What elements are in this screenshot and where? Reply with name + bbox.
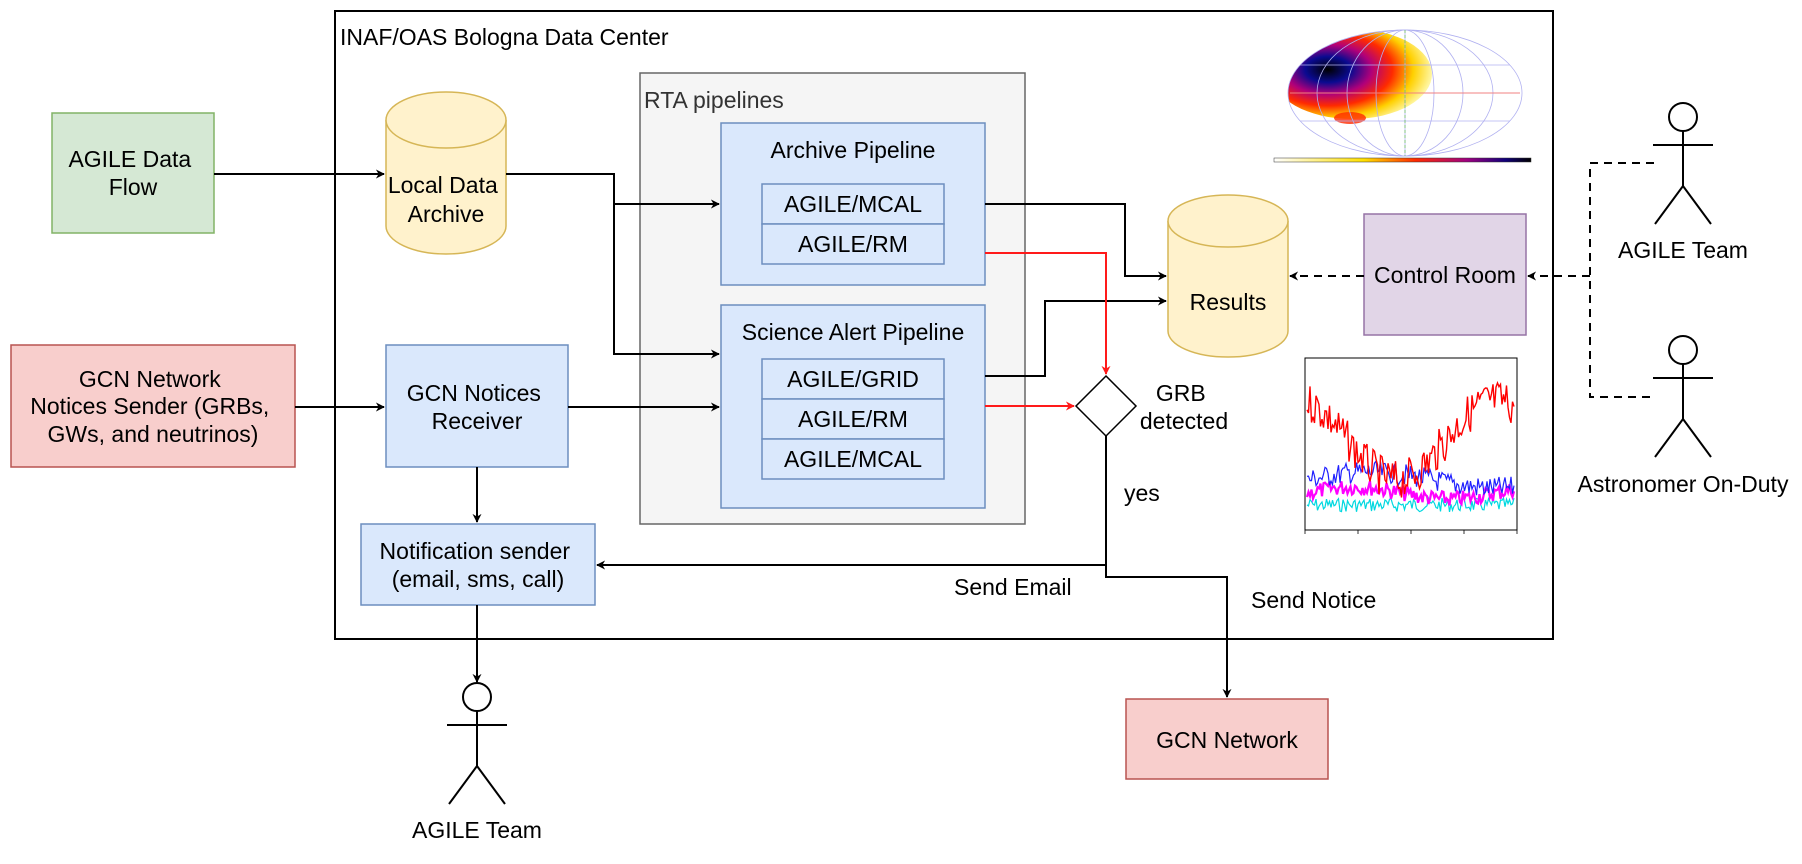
science-item-rm-box[interactable] bbox=[761, 398, 945, 440]
archive-item-mcal-box[interactable] bbox=[761, 183, 945, 225]
edge-archive-pipeline-to-results bbox=[985, 203, 1167, 281]
edge-archive-rm-to-decision bbox=[985, 252, 1111, 375]
control-room-label: Control Room bbox=[1374, 262, 1516, 288]
sky-map-image bbox=[1273, 29, 1532, 163]
notification-sender-label: Notification sender (email, sms, call) bbox=[380, 538, 577, 592]
rta-pipelines-title: RTA pipelines bbox=[644, 87, 784, 113]
science-item-grid: AGILE/GRID bbox=[787, 366, 919, 392]
send-notice-label: Send Notice bbox=[1251, 587, 1376, 613]
agile-team-right-label: AGILE Team bbox=[1618, 237, 1748, 263]
local-data-archive-cylinder[interactable] bbox=[385, 91, 507, 255]
decision-yes-label: yes bbox=[1124, 480, 1160, 506]
agile-team-bottom-label: AGILE Team bbox=[412, 817, 542, 843]
agile-data-flow-box[interactable] bbox=[51, 112, 215, 234]
send-email-label: Send Email bbox=[954, 574, 1072, 600]
agile-team-right-actor[interactable] bbox=[1653, 102, 1713, 225]
astronomer-on-duty-actor[interactable] bbox=[1653, 335, 1713, 458]
grb-detected-label: GRB detected bbox=[1140, 380, 1228, 434]
control-room-box[interactable] bbox=[1363, 213, 1527, 336]
gcn-notices-sender-box[interactable] bbox=[10, 344, 296, 468]
light-curve-image bbox=[1304, 357, 1518, 534]
results-cylinder[interactable] bbox=[1167, 194, 1289, 358]
notification-sender-box[interactable] bbox=[360, 523, 596, 606]
agile-data-flow-label: AGILE Data Flow bbox=[68, 146, 197, 200]
science-item-mcal-box[interactable] bbox=[761, 438, 945, 480]
archive-item-mcal: AGILE/MCAL bbox=[784, 191, 922, 217]
local-data-archive-label: Local Data Archive bbox=[388, 172, 504, 227]
archive-pipeline-title: Archive Pipeline bbox=[771, 137, 936, 163]
datacenter-title: INAF/OAS Bologna Data Center bbox=[340, 24, 669, 50]
archive-item-rm-box[interactable] bbox=[761, 223, 945, 265]
archive-item-rm: AGILE/RM bbox=[798, 231, 908, 257]
science-alert-pipeline-title: Science Alert Pipeline bbox=[742, 319, 964, 345]
gcn-notices-receiver-box[interactable] bbox=[385, 344, 569, 468]
edge-decision-to-gcn-network bbox=[1105, 565, 1232, 698]
gcn-notices-receiver-label: GCN Notices Receiver bbox=[407, 380, 548, 434]
edge-actors-to-control-room bbox=[1528, 162, 1654, 398]
gcn-network-box[interactable] bbox=[1125, 698, 1329, 780]
science-item-rm: AGILE/RM bbox=[798, 406, 908, 432]
results-label: Results bbox=[1190, 289, 1267, 315]
astronomer-on-duty-label: Astronomer On-Duty bbox=[1578, 471, 1789, 497]
gcn-network-label: GCN Network bbox=[1156, 727, 1298, 753]
agile-team-bottom-actor[interactable] bbox=[447, 682, 507, 805]
science-item-mcal: AGILE/MCAL bbox=[784, 446, 922, 472]
edge-archive-to-science-pipeline bbox=[613, 204, 720, 359]
edge-archive-to-archive-pipeline bbox=[506, 173, 720, 209]
gcn-notices-sender-label: GCN Network Notices Sender (GRBs, GWs, a… bbox=[30, 366, 275, 447]
